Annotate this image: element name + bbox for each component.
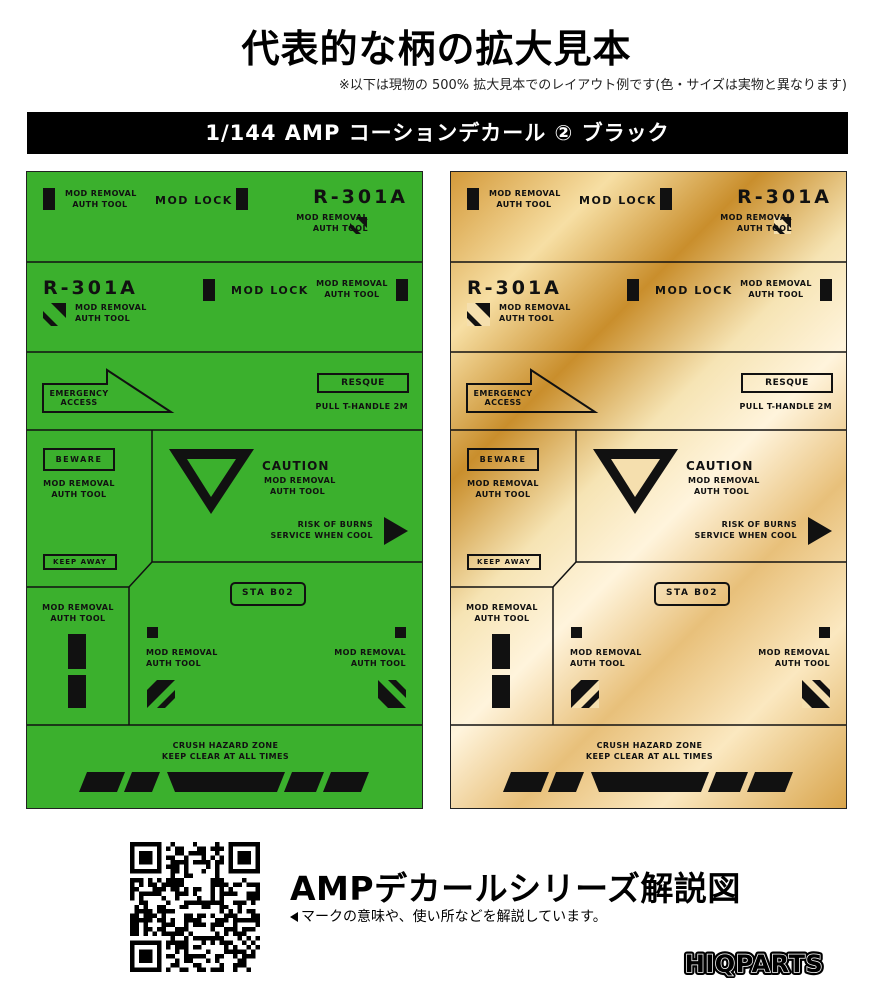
mod-removal-label: MOD REMOVAL (334, 648, 406, 657)
station-label: STA B02 (666, 588, 718, 598)
caution-label: CAUTION (262, 459, 330, 473)
auth-tool-label: AUTH TOOL (312, 224, 368, 233)
hiqparts-logo: HIQPARTS HIQPARTS HIQPARTS (682, 948, 826, 978)
mod-lock-label: MOD LOCK (231, 284, 309, 297)
mod-removal-label: MOD REMOVAL (42, 603, 114, 612)
pull-handle-label: PULL T-HANDLE 2M (315, 402, 408, 411)
auth-tool-label: AUTH TOOL (774, 659, 830, 668)
series-description-text: マークの意味や、使い所などを解説しています。 (301, 909, 607, 925)
decal-sheet-gold: MOD REMOVAL AUTH TOOL MOD LOCK R-301A MO… (450, 171, 847, 809)
keep-clear-label: KEEP CLEAR AT ALL TIMES (161, 752, 290, 761)
mod-lock-label: MOD LOCK (655, 284, 733, 297)
auth-tool-label: AUTH TOOL (72, 200, 128, 209)
r301a-label: R-301A (313, 186, 408, 208)
access-label: ACCESS (60, 398, 98, 407)
crush-hazard-label: CRUSH HAZARD ZONE (172, 741, 279, 750)
series-title: AMPデカールシリーズ解説図 (290, 869, 741, 908)
auth-tool-label: AUTH TOOL (50, 614, 106, 623)
mod-removal-label: MOD REMOVAL (499, 303, 571, 312)
mod-removal-label: MOD REMOVAL (467, 479, 539, 488)
auth-tool-label: AUTH TOOL (570, 659, 626, 668)
pull-handle-label: PULL T-HANDLE 2M (739, 402, 832, 411)
svg-text:HIQPARTS: HIQPARTS (685, 950, 823, 978)
left-triangle-icon (290, 912, 298, 922)
decal-sheet-green: MOD REMOVAL AUTH TOOL MOD LOCK R-301A MO… (26, 171, 423, 809)
mod-removal-label: MOD REMOVAL (146, 648, 218, 657)
mod-removal-label: MOD REMOVAL (296, 213, 368, 222)
mod-removal-label: MOD REMOVAL (65, 189, 137, 198)
svg-text:HIQPARTS: HIQPARTS (685, 950, 823, 978)
risk-of-burns-label: RISK OF BURNS (297, 520, 373, 529)
r301a-label: R-301A (43, 277, 138, 299)
hazard-stripe-icon (350, 217, 367, 234)
mod-removal-label: MOD REMOVAL (570, 648, 642, 657)
caution-label: CAUTION (686, 459, 754, 473)
r301a-label: R-301A (467, 277, 562, 299)
scale-note: ※以下は現物の 500% 拡大見本でのレイアウト例です(色・サイズは実物と異なり… (338, 78, 847, 93)
mod-removal-label: MOD REMOVAL (264, 476, 336, 485)
decal-sheet-lines (451, 188, 846, 792)
mod-removal-label: MOD REMOVAL (740, 279, 812, 288)
access-label: ACCESS (484, 398, 522, 407)
qr-code-icon[interactable] (130, 842, 260, 972)
service-when-cool-label: SERVICE WHEN COOL (270, 531, 373, 540)
hazard-stripe-icon (43, 303, 66, 326)
svg-text:HIQPARTS: HIQPARTS (685, 950, 823, 978)
page-title: 代表的な柄の拡大見本 (241, 27, 632, 71)
hazard-stripe-icon (774, 217, 791, 234)
mod-removal-label: MOD REMOVAL (43, 479, 115, 488)
mod-removal-label: MOD REMOVAL (466, 603, 538, 612)
resque-label: RESQUE (741, 373, 833, 393)
auth-tool-label: AUTH TOOL (51, 490, 107, 499)
station-label: STA B02 (242, 588, 294, 598)
auth-tool-label: AUTH TOOL (748, 290, 804, 299)
risk-of-burns-label: RISK OF BURNS (721, 520, 797, 529)
mod-lock-label: MOD LOCK (579, 194, 657, 207)
mod-removal-label: MOD REMOVAL (720, 213, 792, 222)
product-banner: 1/144 AMP コーションデカール ② ブラック (27, 112, 848, 154)
auth-tool-label: AUTH TOOL (350, 659, 406, 668)
emergency-label: EMERGENCY (473, 389, 533, 398)
mod-removal-label: MOD REMOVAL (489, 189, 561, 198)
service-when-cool-label: SERVICE WHEN COOL (694, 531, 797, 540)
keep-away-label: KEEP AWAY (43, 554, 117, 570)
keep-clear-label: KEEP CLEAR AT ALL TIMES (585, 752, 714, 761)
auth-tool-label: AUTH TOOL (270, 487, 326, 496)
auth-tool-label: AUTH TOOL (474, 614, 530, 623)
mod-removal-label: MOD REMOVAL (316, 279, 388, 288)
keep-away-label: KEEP AWAY (467, 554, 541, 570)
mod-removal-label: MOD REMOVAL (758, 648, 830, 657)
auth-tool-label: AUTH TOOL (694, 487, 750, 496)
auth-tool-label: AUTH TOOL (736, 224, 792, 233)
mod-removal-label: MOD REMOVAL (688, 476, 760, 485)
emergency-label: EMERGENCY (49, 389, 109, 398)
crush-hazard-label: CRUSH HAZARD ZONE (596, 741, 703, 750)
auth-tool-label: AUTH TOOL (324, 290, 380, 299)
decal-sheet-lines (27, 188, 422, 792)
r301a-label: R-301A (737, 186, 832, 208)
auth-tool-label: AUTH TOOL (475, 490, 531, 499)
beware-label: BEWARE (467, 448, 539, 471)
auth-tool-label: AUTH TOOL (146, 659, 202, 668)
auth-tool-label: AUTH TOOL (75, 314, 131, 323)
beware-label: BEWARE (43, 448, 115, 471)
mod-removal-label: MOD REMOVAL (75, 303, 147, 312)
series-description: マークの意味や、使い所などを解説しています。 (290, 906, 607, 926)
auth-tool-label: AUTH TOOL (496, 200, 552, 209)
auth-tool-label: AUTH TOOL (499, 314, 555, 323)
mod-lock-label: MOD LOCK (155, 194, 233, 207)
hazard-stripe-icon (467, 303, 490, 326)
resque-label: RESQUE (317, 373, 409, 393)
